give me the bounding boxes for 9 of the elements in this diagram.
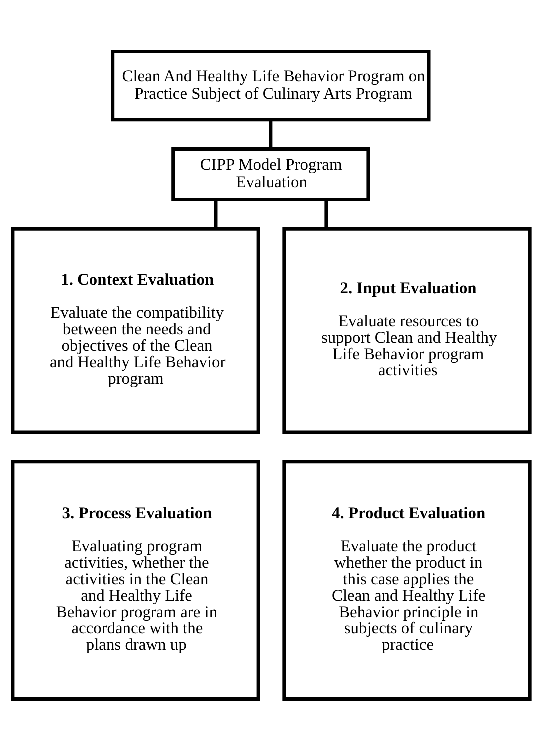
node-box: 2. Input Evaluation Evaluate resources to support Clean and Healthy Life Behavior program activities (282, 227, 532, 434)
node-box: 3. Process Evaluation Evaluating program activities, whether the activities in the Clean and Healthy Life Behavior program are in accordance with the plans drawn up (11, 460, 260, 702)
connector (214, 200, 218, 230)
node-box: 1. Context Evaluation Evaluate the compatibility between the needs and objectives of the Clean and Healthy Life Behavior program (11, 227, 260, 434)
node-box: CIPP Model Program Evaluation (172, 147, 370, 202)
connector (269, 120, 273, 149)
node-box: 4. Product Evaluation Evaluate the product whether the product in this case applies the Clean and Healthy Life Behavior principle in subjects of culinary practice (282, 460, 532, 702)
connector (324, 200, 328, 230)
node-box: Clean And Healthy Life Behavior Program on Practice Subject of Culinary Arts Program (111, 50, 431, 122)
